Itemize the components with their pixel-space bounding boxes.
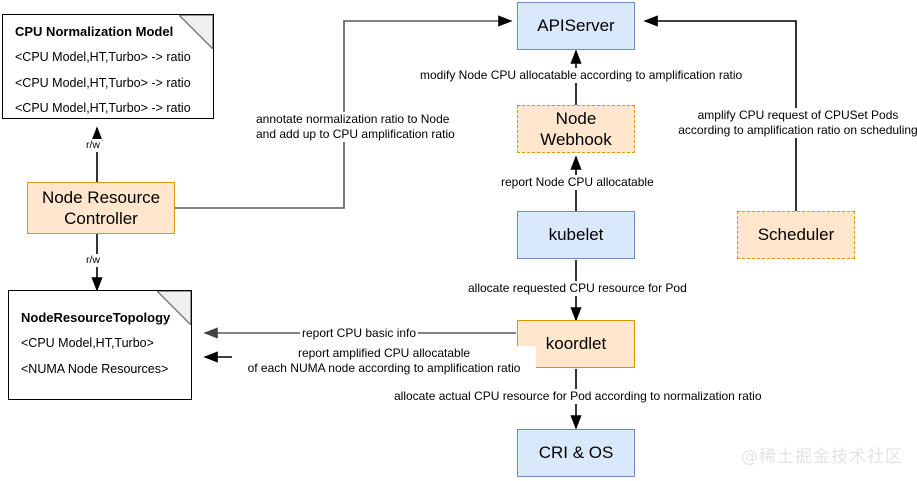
node-label: APIServer <box>537 16 615 36</box>
note-fold-edge-icon <box>157 291 191 325</box>
note-title: CPU Normalization Model <box>15 24 174 39</box>
note-title: NodeResourceTopology <box>21 310 171 325</box>
node-koordlet[interactable]: koordlet <box>517 320 635 368</box>
edge-label-text-line2: of each NUMA node according to amplifica… <box>247 361 521 375</box>
node-label: Node Webhook <box>540 108 612 149</box>
node-label-line2: Controller <box>64 209 138 228</box>
note-fold-edge-icon <box>179 15 213 49</box>
edge-label-report-cpu-basic-info: report CPU basic info <box>300 326 419 341</box>
node-cri-os[interactable]: CRI & OS <box>517 429 635 477</box>
edge-label-text: modify Node CPU allocatable according to… <box>420 68 743 82</box>
node-node-webhook[interactable]: Node Webhook <box>517 105 635 153</box>
node-label: Scheduler <box>757 225 835 245</box>
edge-label-allocate-requested-cpu: allocate requested CPU resource for Pod <box>466 281 689 296</box>
edge-label-amplify-cpu-request: amplify CPU request of CPUSet Pods accor… <box>676 108 917 138</box>
edge-label-text: report CPU basic info <box>302 326 417 340</box>
edge-label-text: r/w <box>86 254 100 266</box>
edge-label-text: allocate requested CPU resource for Pod <box>468 281 687 295</box>
watermark: @稀土掘金技术社区 <box>741 447 903 467</box>
edge-label-text-line1: annotate normalization ratio to Node <box>256 112 450 126</box>
node-label: kubelet <box>548 225 604 245</box>
edge-label-annotate-normalization: annotate normalization ratio to Node and… <box>254 112 455 142</box>
note-line: <NUMA Node Resources> <box>21 361 169 376</box>
node-label: CRI & OS <box>538 443 614 463</box>
edge-label-report-node-cpu-allocatable: report Node CPU allocatable <box>499 175 656 190</box>
edge-label-text-line2: and add up to CPU amplification ratio <box>256 127 455 141</box>
note-node-resource-topology: NodeResourceTopology <CPU Model,HT,Turbo… <box>8 290 192 400</box>
edge-label-text: allocate actual CPU resource for Pod acc… <box>394 389 762 403</box>
note-line: <CPU Model,HT,Turbo> -> ratio <box>15 50 191 64</box>
node-scheduler[interactable]: Scheduler <box>737 211 855 259</box>
edge-label-report-amplified-cpu: report amplified CPU allocatable of each… <box>232 346 536 376</box>
edge-label-allocate-actual-cpu: allocate actual CPU resource for Pod acc… <box>392 389 764 404</box>
node-kubelet[interactable]: kubelet <box>517 211 635 259</box>
edge-scheduler-to-apiserver <box>643 15 797 212</box>
node-label: koordlet <box>545 334 607 354</box>
note-cpu-normalization-model: CPU Normalization Model <CPU Model,HT,Tu… <box>2 14 214 119</box>
note-line: <CPU Model,HT,Turbo> <box>21 336 154 350</box>
edge-label-text-line2: according to amplification ratio on sche… <box>678 123 917 137</box>
edge-label-text: report Node CPU allocatable <box>501 175 654 189</box>
edge-label-text-line1: report amplified CPU allocatable <box>297 346 471 360</box>
note-line: <CPU Model,HT,Turbo> -> ratio <box>15 75 191 90</box>
edge-label-modify-node-cpu: modify Node CPU allocatable according to… <box>418 68 745 83</box>
node-node-resource-controller[interactable]: Node Resource Controller <box>27 182 175 234</box>
node-label-line1: Node Resource <box>41 187 161 207</box>
note-line: <CPU Model,HT,Turbo> -> ratio <box>15 101 191 115</box>
edge-label-rw-bottom: r/w <box>84 254 102 268</box>
edge-label-rw-top: r/w <box>84 139 102 153</box>
edge-label-text-line1: amplify CPU request of CPUSet Pods <box>697 108 899 122</box>
node-apiserver[interactable]: APIServer <box>517 2 635 50</box>
edge-label-text: r/w <box>86 139 100 151</box>
